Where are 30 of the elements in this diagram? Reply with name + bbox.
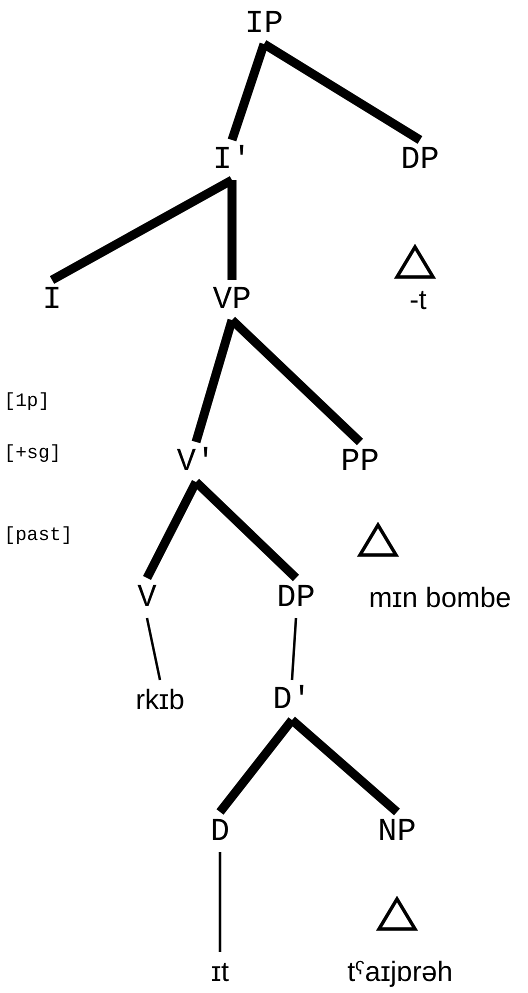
word-label: -t xyxy=(409,286,427,314)
word-label: tˁaɪjɒrəh xyxy=(347,958,453,986)
node-label: I xyxy=(42,284,62,316)
feature-label: [+sg] xyxy=(4,444,62,463)
feature-label: [past] xyxy=(4,526,72,545)
node-label: VP xyxy=(212,284,252,316)
feature-label: [1p] xyxy=(4,392,50,411)
node-label: V xyxy=(137,582,157,614)
word-label: rkɪb xyxy=(136,686,184,714)
tree-branch xyxy=(218,852,222,952)
word-label: ɪt xyxy=(211,958,229,986)
node-label: DP xyxy=(400,144,440,176)
node-label: I' xyxy=(212,144,252,176)
tree-branch xyxy=(290,618,298,680)
tree-branch xyxy=(143,480,200,580)
node-label: D' xyxy=(272,684,312,716)
node-label: D xyxy=(210,816,230,848)
node-label: PP xyxy=(340,446,380,478)
tree-branch xyxy=(228,42,268,142)
tree-branch xyxy=(192,318,236,444)
node-label: NP xyxy=(378,816,416,848)
tree-branch xyxy=(146,618,162,680)
tree-branch xyxy=(289,716,400,816)
tree-branch xyxy=(262,40,422,144)
node-label: IP xyxy=(244,8,284,40)
node-label: DP xyxy=(276,582,316,614)
tree-branch xyxy=(50,176,234,284)
word-label: mɪn bombe xyxy=(368,584,512,612)
node-label: V' xyxy=(176,446,216,478)
tree-branch xyxy=(228,180,236,280)
